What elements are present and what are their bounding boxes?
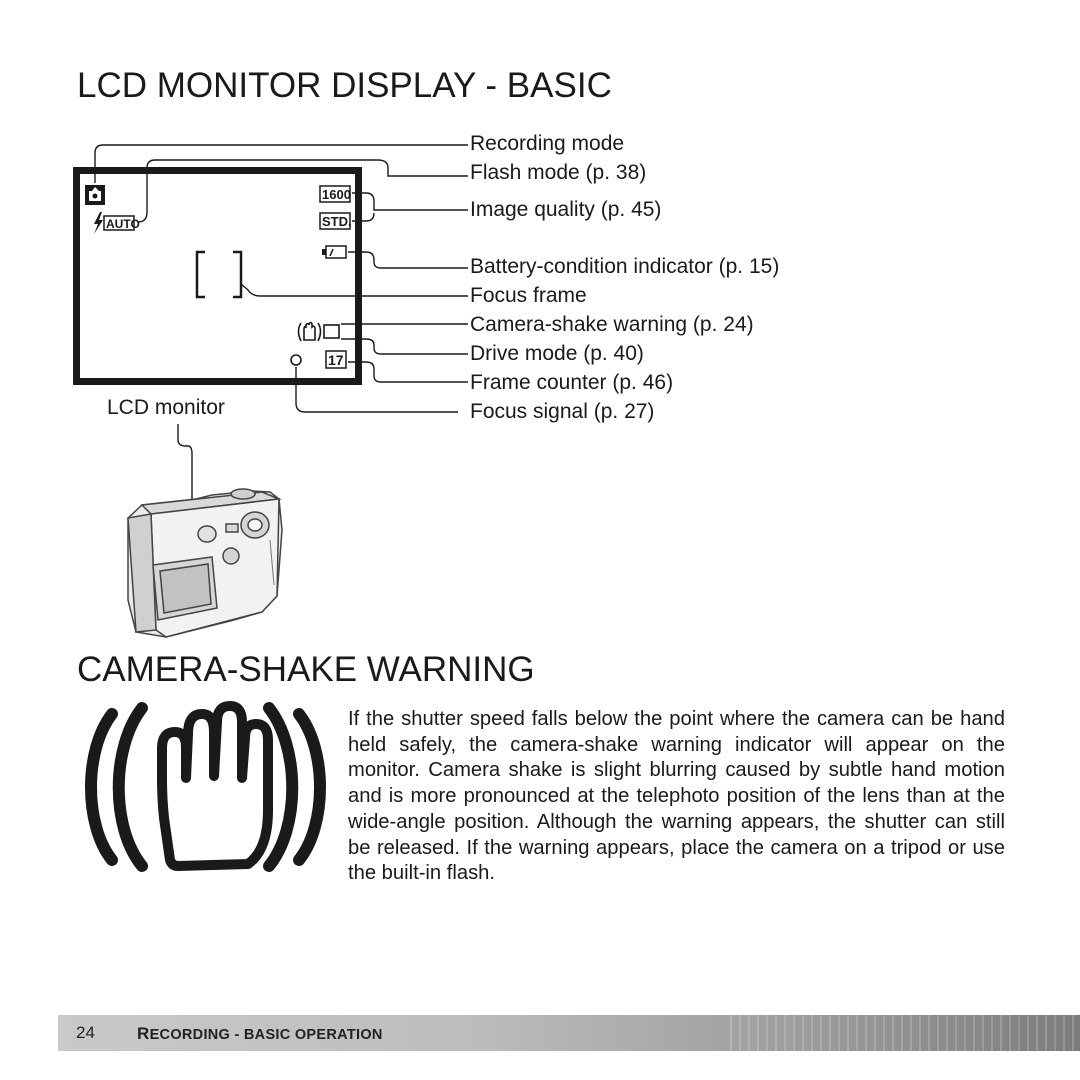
section-title: LCD MONITOR DISPLAY - BASIC xyxy=(77,66,612,105)
callout-drive-mode: Drive mode (p. 40) xyxy=(470,342,644,365)
lcd-label-leader xyxy=(177,424,193,580)
camera-illustration xyxy=(127,488,283,638)
focus-frame xyxy=(195,250,243,299)
image-size-label: 1600 xyxy=(322,187,351,202)
callout-focus-frame: Focus frame xyxy=(470,284,587,307)
battery-icon xyxy=(322,245,347,259)
camera-shake-icon xyxy=(297,321,322,342)
lcd-monitor-label: LCD monitor xyxy=(107,396,225,419)
leader-lines xyxy=(94,144,468,413)
callout-battery-indicator: Battery-condition indicator (p. 15) xyxy=(470,255,780,278)
footer-title-initial: R xyxy=(137,1024,150,1043)
frame-counter: 17 xyxy=(328,352,344,368)
callout-image-quality: Image quality (p. 45) xyxy=(470,198,662,221)
focus-signal-icon xyxy=(290,354,302,366)
callout-camera-shake-warning: Camera-shake warning (p. 24) xyxy=(470,313,754,336)
flash-auto-label: AUTO xyxy=(106,217,140,231)
camera-shake-hand-icon xyxy=(85,701,326,872)
lcd-monitor-screen xyxy=(80,174,355,378)
footer-chapter-title: RECORDING - BASIC OPERATION xyxy=(137,1024,383,1044)
callout-focus-signal: Focus signal (p. 27) xyxy=(470,400,655,423)
recording-mode-icon xyxy=(85,185,105,205)
flash-mode-icon xyxy=(94,212,135,234)
quality-label: STD. xyxy=(322,214,352,229)
callout-recording-mode: Recording mode xyxy=(470,132,625,155)
drive-mode-icon xyxy=(323,324,340,339)
callout-flash-mode: Flash mode (p. 38) xyxy=(470,161,647,184)
lcd-diagram: AUTO 1600 STD. 17 xyxy=(73,144,468,638)
footer-bar xyxy=(58,1015,1080,1051)
page-number: 24 xyxy=(76,1023,95,1042)
footer-stripes xyxy=(730,1015,1080,1051)
warning-description: If the shutter speed falls below the poi… xyxy=(348,708,1005,885)
footer-title-rest: ECORDING - BASIC OPERATION xyxy=(149,1027,383,1043)
warning-title: CAMERA-SHAKE WARNING xyxy=(77,650,535,689)
callout-frame-counter: Frame counter (p. 46) xyxy=(470,371,674,394)
